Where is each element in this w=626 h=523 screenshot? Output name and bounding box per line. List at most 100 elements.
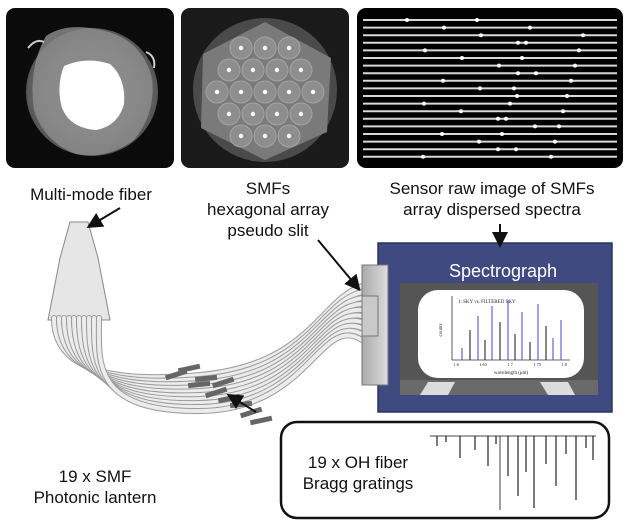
inset-xtick: 1.6 (453, 362, 459, 367)
smf-array-label-line1: SMFs (245, 179, 291, 198)
oh-line-spot (442, 25, 446, 30)
smf-array-label: SMFs hexagonal array pseudo slit (188, 178, 348, 241)
oh-line-spot (557, 124, 561, 129)
smf-core-dot (310, 89, 316, 95)
bragg-gratings-label-line2: Bragg gratings (302, 474, 414, 493)
oh-line-spot (497, 63, 501, 68)
oh-line-spot (422, 101, 426, 106)
oh-line-spot (549, 154, 553, 159)
oh-line-spot (515, 94, 519, 98)
oh-line-spot (573, 63, 577, 68)
oh-line-spot (528, 25, 532, 30)
oh-line-spot (421, 154, 425, 159)
bragg-grating-mark (211, 376, 235, 389)
oh-line-spot (516, 71, 520, 76)
smf-core-dot (274, 111, 280, 117)
oh-line-spot (524, 40, 528, 45)
sensor-window-left (420, 382, 455, 395)
bragg-grating-mark (187, 380, 211, 389)
smf-core-dot (214, 89, 220, 95)
oh-line-spot (460, 56, 464, 60)
oh-line-spot (581, 33, 585, 38)
inset-xlabel: wavelength (μm) (494, 371, 529, 376)
sensor-raw-image (357, 8, 623, 168)
oh-line-spot (504, 116, 508, 121)
inset-xtick: 1.75 (533, 362, 542, 367)
smf-array-label-line2: hexagonal array (207, 200, 329, 219)
spectrum-inset (418, 290, 584, 378)
oh-line-spot (553, 139, 557, 144)
sensor-window-right (540, 382, 575, 395)
smf-fiber-core (87, 316, 364, 406)
bragg-grating-mark (204, 386, 228, 399)
smf-core-dot (298, 67, 304, 73)
smf-core-dot (250, 67, 256, 73)
smf-core-dot (250, 111, 256, 117)
smf-core-dot (286, 133, 292, 139)
smf-hexagonal-array-image (181, 8, 349, 168)
sensor-label-line1: Sensor raw image of SMFs (389, 179, 595, 198)
oh-line-spot (478, 86, 482, 91)
arrow-pseudo-slit (317, 239, 361, 292)
oh-line-spot (459, 109, 463, 114)
inset-xtick: 1.7 (507, 362, 513, 367)
oh-line-spot (441, 78, 445, 83)
smf-core-dot (286, 89, 292, 95)
sensor-label-line2: array dispersed spectra (403, 200, 581, 219)
bragg-spectrum (430, 435, 596, 510)
bragg-grating-mark (177, 363, 201, 374)
smf-core-dot (262, 133, 268, 139)
smf-core-dot (238, 45, 244, 51)
oh-line-spot (514, 147, 518, 152)
oh-line-spot (577, 48, 581, 53)
smf-hexagonal-array-photo (193, 18, 337, 162)
inset-ylabel: counts (439, 323, 444, 336)
smf-array-label-line3: pseudo slit (227, 221, 309, 240)
sensor-spectra-photo (363, 18, 617, 159)
smf-fiber-core (91, 316, 364, 410)
oh-line-spot (479, 33, 483, 38)
oh-line-spot (500, 132, 504, 136)
smf-core-dot (262, 89, 268, 95)
smf-core-dot (226, 111, 232, 117)
inset-xtick: 1.65 (479, 362, 488, 367)
smf-core-dot (274, 67, 280, 73)
oh-line-spot (569, 78, 573, 83)
oh-line-spot (475, 18, 479, 22)
oh-line-spot (508, 101, 512, 106)
photonic-lantern-label-line2: Photonic lantern (33, 488, 157, 507)
bragg-grating-mark (194, 374, 218, 383)
smf-core-dot (298, 111, 304, 117)
oh-line-spot (405, 18, 409, 22)
oh-line-spot (477, 139, 481, 144)
bragg-gratings-box (279, 420, 611, 520)
spectrograph-title: Spectrograph (449, 261, 557, 281)
bragg-grating-mark (239, 406, 263, 419)
smf-core-dot (286, 45, 292, 51)
smf-core-dot (238, 89, 244, 95)
arrow-multimode (86, 207, 121, 229)
bragg-grating-mark (249, 415, 273, 426)
multimode-fiber-label: Multi-mode fiber (30, 185, 152, 204)
multimode-fiber-photo (26, 27, 158, 156)
oh-line-spot (533, 124, 537, 129)
oh-line-spot (516, 40, 520, 45)
smf-core-dot (262, 45, 268, 51)
bragg-gratings-label: 19 x OH fiber Bragg gratings (288, 452, 428, 494)
photonic-lantern-taper (47, 221, 111, 321)
inset-xtick: 1.8 (561, 362, 567, 367)
bragg-gratings-label-line1: 19 x OH fiber (307, 453, 409, 472)
oh-line-spot (440, 132, 444, 136)
multimode-fiber-image (6, 8, 174, 168)
oh-line-spot (520, 56, 524, 60)
oh-line-spot (496, 147, 500, 152)
smf-fiber-core (82, 316, 364, 402)
smf-core-dot (226, 67, 232, 73)
photonic-lantern-label: 19 x SMF Photonic lantern (10, 466, 180, 508)
oh-line-spot (423, 48, 427, 53)
photonic-lantern-label-line1: 19 x SMF (58, 467, 132, 486)
smf-core-dot (238, 133, 244, 139)
smf-fiber-core (96, 316, 364, 414)
sensor-label: Sensor raw image of SMFs array dispersed… (362, 178, 622, 220)
